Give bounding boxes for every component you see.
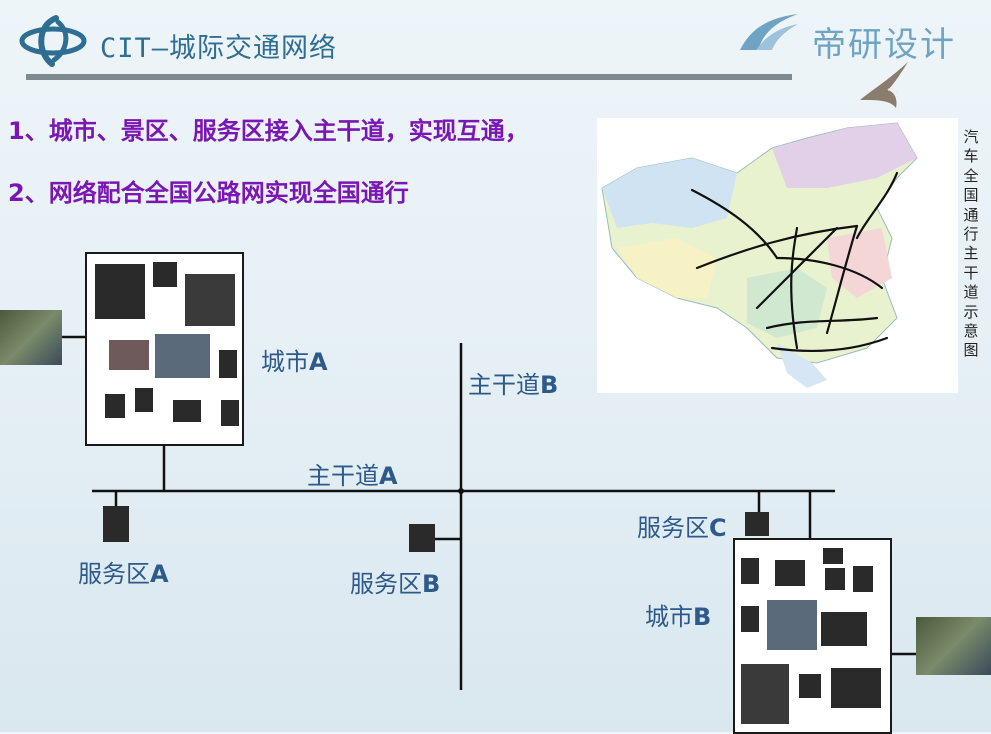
city-b-plan xyxy=(733,538,892,734)
city-a-label: 城市A xyxy=(261,348,328,376)
city-b-photo xyxy=(916,617,991,675)
trunk-road-b-label: 主干道B xyxy=(468,371,559,399)
service-area-b-label: 服务区B xyxy=(350,570,441,598)
city-a-plan xyxy=(85,252,244,446)
city-b-label: 城市B xyxy=(645,603,712,631)
service-area-c-icon xyxy=(745,512,769,536)
trunk-road-a-label: 主干道A xyxy=(307,462,398,490)
point-2: 2、网络配合全国公路网实现全国通行 xyxy=(8,179,409,207)
header-divider xyxy=(26,74,792,80)
brand-name: 帝研设计 xyxy=(812,25,956,65)
service-area-a-icon xyxy=(103,506,129,542)
cit-logo-icon xyxy=(19,15,87,67)
service-area-b-icon xyxy=(409,524,435,552)
service-area-c-label: 服务区C xyxy=(637,514,727,542)
china-map-graphic xyxy=(601,122,918,388)
point-1: 1、城市、景区、服务区接入主干道，实现互通， xyxy=(8,117,529,145)
eagle-icon xyxy=(860,62,908,108)
service-area-a-label: 服务区A xyxy=(78,560,169,588)
china-highway-map xyxy=(597,118,958,393)
page-title: CIT—城际交通网络 xyxy=(100,33,338,64)
city-a-photo xyxy=(0,310,62,365)
brand-logo-icon xyxy=(740,14,798,50)
map-caption: 汽车全国通行主干道示意图 xyxy=(963,128,979,360)
